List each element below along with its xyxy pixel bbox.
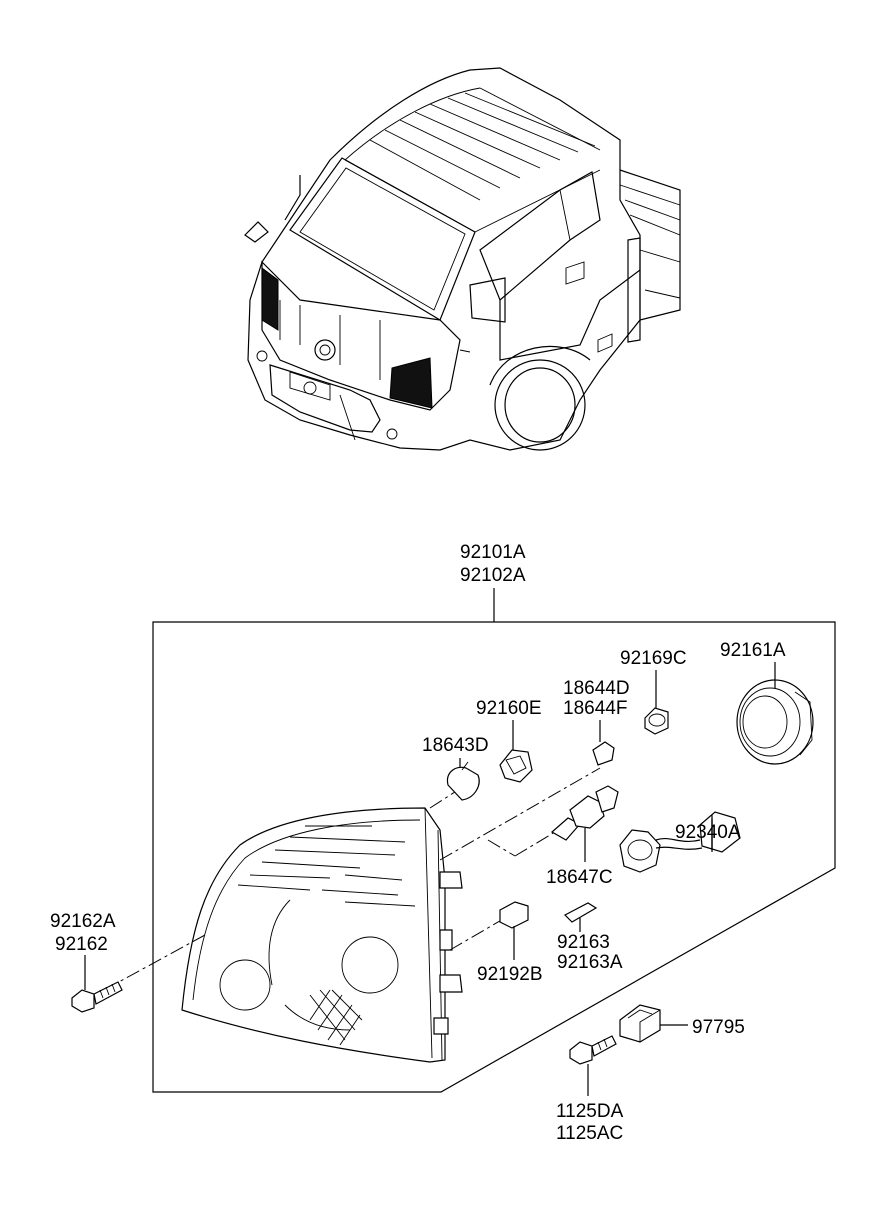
headlamp-housing-icon bbox=[181, 807, 463, 1063]
label-92192b: 92192B bbox=[477, 964, 543, 985]
label-92169c: 92169C bbox=[620, 648, 687, 669]
bolt-1125da-icon bbox=[569, 1035, 617, 1096]
label-92162a: 92162A bbox=[50, 911, 116, 932]
label-92160e: 92160E bbox=[476, 698, 542, 719]
bulb-18643d-icon bbox=[446, 758, 480, 801]
label-92163a: 92163A bbox=[557, 952, 623, 973]
assembly-boundary bbox=[152, 621, 836, 1093]
socket-92160e-icon bbox=[499, 720, 533, 783]
label-92162: 92162 bbox=[55, 934, 108, 955]
assembly-label-92102a: 92102A bbox=[460, 565, 526, 586]
label-92340a: 92340A bbox=[675, 822, 741, 843]
bolt-92162-icon bbox=[71, 955, 123, 1013]
pin-92163-icon bbox=[563, 902, 598, 932]
label-18643d: 18643D bbox=[422, 735, 489, 756]
relay-97795-icon bbox=[619, 1004, 688, 1043]
bulb-18647c-icon bbox=[550, 785, 619, 862]
clip-92192b-icon bbox=[499, 901, 529, 960]
socket-92169c-icon bbox=[644, 670, 669, 735]
label-18647c: 18647C bbox=[546, 867, 613, 888]
label-92161a: 92161A bbox=[720, 640, 786, 661]
label-92163: 92163 bbox=[557, 932, 610, 953]
label-18644f: 18644F bbox=[563, 698, 627, 719]
label-1125ac: 1125AC bbox=[556, 1123, 623, 1144]
truck-illustration bbox=[244, 67, 681, 451]
dust-cover-92161a-icon bbox=[736, 662, 814, 765]
bulb-18644d-icon bbox=[592, 720, 615, 766]
label-1125da: 1125DA bbox=[556, 1101, 624, 1122]
label-97795: 97795 bbox=[692, 1017, 745, 1038]
assembly-label-92101a: 92101A bbox=[460, 542, 526, 563]
label-18644d: 18644D bbox=[563, 678, 630, 699]
